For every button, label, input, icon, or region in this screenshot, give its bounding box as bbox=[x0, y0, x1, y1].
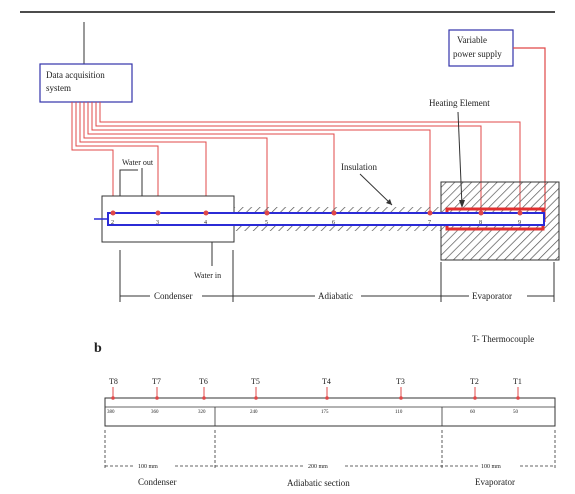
section-condenser: Condenser bbox=[154, 291, 193, 301]
svg-text:8: 8 bbox=[479, 220, 482, 226]
tc-4: T4 175 bbox=[321, 377, 331, 415]
svg-text:T4: T4 bbox=[322, 377, 331, 386]
panel-a: Data acquisition system Variable power s… bbox=[39, 22, 560, 302]
daq-label-2: system bbox=[46, 83, 71, 93]
tc-1: T1 50 bbox=[513, 377, 522, 415]
svg-text:2: 2 bbox=[111, 220, 114, 226]
panel-b: b T- Thermocouple T8 380 T7 360 T6 bbox=[94, 334, 556, 488]
svg-text:60: 60 bbox=[470, 410, 476, 415]
thermocouple-marks: 2 3 4 5 6 7 8 9 bbox=[111, 220, 521, 226]
dim-condenser: 100 mm bbox=[138, 464, 158, 470]
section-adiabatic: Adiabatic bbox=[318, 291, 353, 301]
dim-label-bg-1 bbox=[135, 461, 175, 470]
heating-arrow bbox=[457, 111, 463, 207]
water-out-label: Water out bbox=[122, 158, 154, 167]
thermocouple-nodes bbox=[110, 210, 523, 216]
svg-text:T3: T3 bbox=[396, 377, 405, 386]
insulation-label: Insulation bbox=[341, 162, 377, 172]
svg-text:T6: T6 bbox=[199, 377, 208, 386]
svg-text:110: 110 bbox=[395, 410, 403, 415]
svg-text:4: 4 bbox=[204, 220, 207, 226]
pipe-bar bbox=[104, 397, 556, 427]
dim-label-bg-3 bbox=[478, 461, 518, 470]
water-out-pipe bbox=[119, 169, 138, 196]
power-wire bbox=[513, 47, 546, 222]
svg-text:T7: T7 bbox=[152, 377, 161, 386]
svg-text:380: 380 bbox=[107, 410, 115, 415]
evaporator-label-bg bbox=[469, 291, 527, 301]
svg-text:T1: T1 bbox=[513, 377, 522, 386]
svg-text:320: 320 bbox=[198, 410, 206, 415]
insulation-arrow bbox=[359, 173, 393, 206]
svg-text:3: 3 bbox=[156, 220, 159, 226]
tc-6: T6 320 bbox=[198, 377, 208, 415]
svg-text:5: 5 bbox=[265, 220, 268, 226]
tc-2: T2 60 bbox=[470, 377, 479, 415]
adiabatic-label-bg bbox=[315, 291, 361, 301]
section-b-condenser: Condenser bbox=[138, 477, 177, 487]
section-evaporator: Evaporator bbox=[472, 291, 512, 301]
thermocouple-row: T8 380 T7 360 T6 320 T5 240 bbox=[107, 377, 522, 415]
daq-label-1: Data acquisition bbox=[46, 70, 105, 80]
section-dim-lines bbox=[119, 250, 555, 302]
insulation-arrowhead bbox=[386, 199, 392, 205]
power-supply-box bbox=[448, 29, 514, 67]
tc-3: T3 110 bbox=[395, 377, 405, 415]
svg-text:6: 6 bbox=[332, 220, 335, 226]
power-label-1: Variable bbox=[457, 35, 487, 45]
dim-adiabatic: 200 mm bbox=[308, 464, 328, 470]
heating-arrowhead bbox=[459, 200, 465, 208]
thermocouple-legend: T- Thermocouple bbox=[472, 334, 534, 344]
panel-b-label: b bbox=[94, 341, 102, 356]
tc-8: T8 380 bbox=[107, 377, 118, 415]
condenser-label-bg bbox=[150, 291, 202, 301]
svg-text:175: 175 bbox=[321, 410, 329, 415]
tc-7: T7 360 bbox=[151, 377, 161, 415]
svg-text:T2: T2 bbox=[470, 377, 479, 386]
svg-text:9: 9 bbox=[518, 220, 521, 226]
tc-5: T5 240 bbox=[250, 377, 260, 415]
dim-evaporator: 100 mm bbox=[481, 464, 501, 470]
heating-element-label: Heating Element bbox=[429, 98, 490, 108]
daq-box bbox=[39, 63, 133, 103]
svg-text:7: 7 bbox=[428, 220, 431, 226]
water-in-label: Water in bbox=[194, 271, 221, 280]
dim-label-bg-2 bbox=[305, 461, 345, 470]
svg-text:360: 360 bbox=[151, 410, 159, 415]
section-b-adiabatic: Adiabatic section bbox=[287, 478, 350, 488]
svg-text:T5: T5 bbox=[251, 377, 260, 386]
section-b-evaporator: Evaporator bbox=[475, 477, 515, 487]
thermocouple-wires bbox=[71, 102, 521, 213]
power-label-2: power supply bbox=[453, 49, 502, 59]
svg-text:240: 240 bbox=[250, 410, 258, 415]
svg-text:50: 50 bbox=[513, 410, 519, 415]
svg-text:T8: T8 bbox=[109, 377, 118, 386]
